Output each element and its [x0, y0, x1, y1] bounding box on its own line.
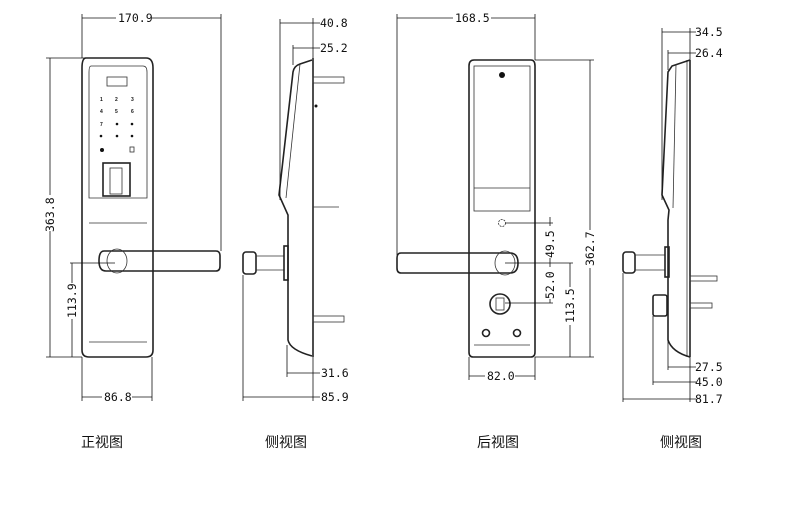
- keypad-dot: [115, 134, 119, 138]
- doorbell-icon: [100, 148, 104, 152]
- keypad-dot: [130, 134, 134, 138]
- battery-cover: [473, 65, 531, 212]
- front-dimensions: 170.9 363.8 113.9 86.8: [43, 11, 222, 404]
- side-front-profile: [278, 59, 313, 357]
- bolt: [312, 76, 345, 84]
- caption-front-view: 正视图: [81, 435, 123, 451]
- keypad-dot: [115, 122, 119, 126]
- bolt: [689, 275, 718, 282]
- dim-back-height: 362.7: [583, 231, 597, 266]
- screw: [481, 328, 491, 338]
- dim-side-bottom-depth: 31.6: [321, 366, 349, 380]
- keypad: 1 2 3 4 5 6 7: [99, 97, 135, 153]
- dim-side2-top-inner: 26.4: [695, 46, 723, 60]
- keypad-key: 2: [115, 97, 118, 103]
- dim-front-body-width: 86.8: [104, 390, 132, 404]
- dim-side-top-depth: 40.8: [320, 16, 348, 30]
- keypad-key: 4: [100, 109, 103, 115]
- back-body-outline: [468, 59, 536, 358]
- bolt: [312, 315, 345, 323]
- thumb-turn-side: [652, 294, 668, 317]
- keypad-key: 7: [100, 122, 103, 128]
- dim-back-width: 168.5: [455, 11, 490, 25]
- dim-side2-overall-depth: 81.7: [695, 392, 723, 406]
- side-knob: [242, 251, 257, 275]
- dim-front-handle-height: 113.9: [65, 283, 79, 318]
- back-handle: [396, 252, 519, 274]
- dim-front-width: 170.9: [118, 11, 153, 25]
- side-back-profile: [661, 59, 691, 358]
- side-back-dimensions: 34.5 26.4 27.5 45.0 81.7: [622, 25, 723, 406]
- front-view: 1 2 3 4 5 6 7: [81, 57, 221, 358]
- display-window: [106, 76, 128, 87]
- fingerprint-window: [109, 167, 123, 195]
- back-view: [396, 59, 536, 358]
- bolt: [689, 302, 713, 309]
- thumb-turn: [489, 293, 511, 315]
- handle-rose: [283, 245, 289, 281]
- dim-side-top-inner: 25.2: [320, 41, 348, 55]
- dim-back-knob-spindle: 49.5: [543, 230, 557, 258]
- side-front-dimensions: 40.8 25.2 31.6 85.9: [242, 16, 349, 404]
- dim-side2-bottom-mid: 45.0: [695, 375, 723, 389]
- handle-rose: [664, 246, 670, 278]
- handle-shaft: [635, 254, 666, 271]
- dim-back-body-width: 82.0: [487, 369, 515, 383]
- keypad-dot: [99, 134, 103, 138]
- screw: [499, 72, 505, 78]
- fingerprint-sensor: [102, 162, 131, 197]
- screw: [314, 104, 318, 108]
- caption-side-view-2: 侧视图: [660, 435, 702, 451]
- caption-back-view: 后视图: [477, 435, 519, 451]
- dim-side2-top-depth: 34.5: [695, 25, 723, 39]
- dim-front-height: 363.8: [43, 197, 57, 232]
- keypad-key: 5: [115, 109, 118, 115]
- side-knob: [622, 251, 636, 274]
- front-handle: [98, 250, 221, 272]
- back-dimensions: 168.5 362.7 49.5 52.0 113.5 82.0: [396, 11, 597, 383]
- lock-icon: [129, 146, 135, 153]
- handle-rose: [106, 248, 128, 274]
- front-body-outline: [81, 57, 154, 358]
- thumb-turn-grip: [495, 297, 505, 311]
- dim-back-handle-height: 113.5: [563, 288, 577, 323]
- keypad-dot: [130, 122, 134, 126]
- handle-shaft: [256, 255, 285, 271]
- dim-side-overall-depth: 85.9: [321, 390, 349, 404]
- side-view-front: [242, 58, 345, 357]
- dim-side2-bottom-inner: 27.5: [695, 360, 723, 374]
- side-view-back: [622, 59, 718, 358]
- keypad-key: 1: [100, 97, 103, 103]
- screw: [512, 328, 522, 338]
- front-panel: [88, 65, 148, 199]
- dim-back-spindle-turn: 52.0: [543, 271, 557, 299]
- keypad-key: 3: [131, 97, 134, 103]
- caption-side-view-1: 侧视图: [265, 435, 307, 451]
- spindle-hole: [498, 219, 506, 227]
- keypad-key: 6: [131, 109, 134, 115]
